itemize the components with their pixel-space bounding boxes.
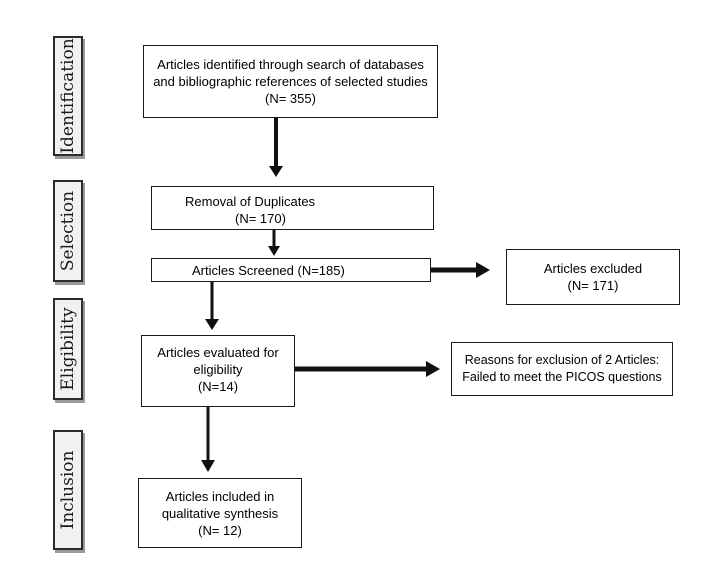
stage-inclusion: Inclusion (53, 430, 83, 550)
reasons-line-2: Failed to meet the PICOS questions (462, 370, 662, 384)
arrowhead-evaluated-to-included (201, 460, 215, 472)
included-line-3: (N= 12) (198, 523, 242, 538)
evaluated-line-1: Articles evaluated for (157, 345, 279, 360)
reasons-line-1: Reasons for exclusion of 2 Articles: (464, 353, 660, 367)
identified-line-3: (N= 355) (265, 91, 316, 106)
excluded-line-2: (N= 171) (567, 278, 619, 293)
box-articles-identified: Articles identified through search of da… (143, 45, 438, 118)
included-line-1: Articles included in (165, 489, 275, 504)
identified-line-1: Articles identified through search of da… (157, 57, 424, 72)
duplicates-line-1: Removal of Duplicates (185, 194, 316, 209)
screened-line-1: Articles Screened (N=185) (192, 263, 345, 278)
evaluated-line-2: eligibility (193, 362, 243, 377)
included-line-2: qualitative synthesis (161, 506, 279, 521)
arrowhead-screened-to-evaluated (205, 319, 219, 330)
box-reasons-exclusion: Reasons for exclusion of 2 Articles: Fai… (451, 342, 673, 396)
evaluated-line-3: (N=14) (197, 379, 239, 394)
stage-eligibility: Eligibility (53, 298, 83, 400)
arrowhead-duplicates-to-screened (268, 246, 280, 256)
arrowhead-screened-to-excluded (476, 262, 490, 278)
box-articles-included: Articles included in qualitative synthes… (138, 478, 302, 548)
box-articles-evaluated: Articles evaluated for eligibility (N=14… (141, 335, 295, 407)
arrowhead-evaluated-to-reasons (426, 361, 440, 377)
stage-selection: Selection (53, 180, 83, 282)
identified-line-2: and bibliographic references of selected… (153, 74, 428, 89)
stage-identification: Identification (53, 36, 83, 156)
excluded-line-1: Articles excluded (543, 261, 643, 276)
box-articles-screened: Articles Screened (N=185) (151, 258, 431, 282)
box-removal-duplicates: Removal of Duplicates (N= 170) (151, 186, 434, 230)
duplicates-line-2: (N= 170) (235, 211, 286, 226)
box-articles-excluded: Articles excluded (N= 171) (506, 249, 680, 305)
arrowhead-identified-to-duplicates (269, 166, 283, 177)
